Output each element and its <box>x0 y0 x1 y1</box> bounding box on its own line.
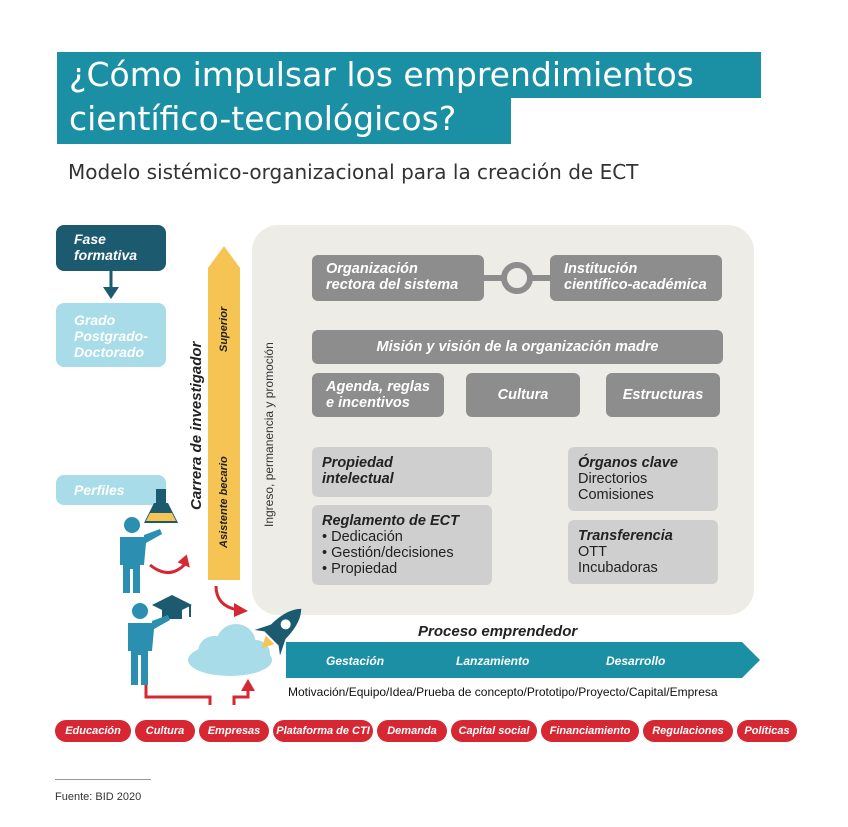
agenda-line-1: Agenda, reglas <box>326 379 430 395</box>
grado-line-2: Postgrado- <box>74 328 148 344</box>
organos-item: Directorios <box>578 471 648 487</box>
factor-pill: Financiamiento <box>541 720 639 742</box>
title-text-1: ¿Cómo impulsar los emprendimientos <box>69 55 694 94</box>
career-red-arrow <box>214 585 248 617</box>
researcher-figure-2 <box>128 603 170 685</box>
perfiles-box: Perfiles <box>56 475 166 505</box>
grado-line-3: Doctorado <box>74 344 144 360</box>
source-divider <box>55 779 151 780</box>
down-arrow-icon <box>103 271 119 299</box>
title-line-2: científico-tecnológicos? <box>57 98 511 144</box>
estructuras-label: Estructuras <box>622 387 704 403</box>
estructuras-box: Estructuras <box>606 373 720 417</box>
fase-line-2: formativa <box>74 247 138 263</box>
stage-lanzamiento: Lanzamiento <box>456 654 530 668</box>
ingreso-label: Ingreso, permanencia y promoción <box>262 342 276 527</box>
carrera-label: Carrera de investigador <box>188 341 205 510</box>
organos-item: Comisiones <box>578 487 654 503</box>
up-arrowhead <box>241 679 255 691</box>
fase-line-1: Fase <box>74 231 106 247</box>
reglamento-title: Reglamento de ECT <box>322 513 459 529</box>
transferencia-item: Incubadoras <box>578 560 658 576</box>
source-note: Fuente: BID 2020 <box>55 791 142 803</box>
agenda-line-2: e incentivos <box>326 395 410 411</box>
title-line-1: ¿Cómo impulsar los emprendimientos <box>57 52 761 98</box>
propiedad-line-2: intelectual <box>322 471 394 487</box>
reglamento-item: • Propiedad <box>322 561 398 577</box>
superior-label: Superior <box>218 306 230 352</box>
cloud-icon <box>188 624 272 676</box>
proceso-steps: Motivación/Equipo/Idea/Prueba de concept… <box>288 685 718 699</box>
reglamento-box: Reglamento de ECT • Dedicación • Gestión… <box>312 505 492 585</box>
perfiles-label: Perfiles <box>74 482 125 498</box>
connector-ring <box>478 262 556 294</box>
proceso-title: Proceso emprendedor <box>418 623 578 640</box>
elbow-arrow <box>144 685 212 705</box>
inst-line-1: Institución <box>564 261 638 277</box>
organos-box: Órganos clave Directorios Comisiones <box>568 447 718 511</box>
asistente-label: Asistente becario <box>218 456 230 548</box>
factor-pill: Plataforma de CTI <box>273 720 373 742</box>
fase-formativa-box: Fase formativa <box>56 225 166 271</box>
reglamento-item: • Dedicación <box>322 529 403 545</box>
curved-arrow-1 <box>149 561 188 574</box>
factor-pill: Educación <box>55 720 131 742</box>
agenda-box: Agenda, reglas e incentivos <box>312 373 444 417</box>
grado-line-1: Grado <box>74 312 116 328</box>
up-arrow-line <box>232 689 250 705</box>
figures-illustration <box>120 489 255 705</box>
propiedad-box: Propiedad intelectual <box>312 447 492 497</box>
transferencia-item: OTT <box>578 544 607 560</box>
transferencia-title: Transferencia <box>578 528 673 544</box>
factor-pill: Demanda <box>377 720 447 742</box>
institucion-box: Institución científico-académica <box>550 255 722 301</box>
propiedad-line-1: Propiedad <box>322 455 393 471</box>
curved-arrowhead-1 <box>177 554 190 568</box>
inst-line-2: científico-académica <box>564 277 707 293</box>
career-arrow <box>208 246 240 580</box>
subtitle: Modelo sistémico-organizacional para la … <box>68 160 639 184</box>
proceso-arrow <box>286 642 760 678</box>
graduation-cap-icon <box>152 595 192 619</box>
flask-icon <box>144 489 178 523</box>
grado-box: Grado Postgrado- Doctorado <box>56 303 166 367</box>
org-line-1: Organización <box>326 261 418 277</box>
organos-title: Órganos clave <box>578 455 678 471</box>
factor-pill: Empresas <box>199 720 269 742</box>
mision-box: Misión y visión de la organización madre <box>312 330 723 364</box>
stage-gestacion: Gestación <box>326 654 385 668</box>
title-text-2: científico-tecnológicos? <box>69 99 457 138</box>
factor-pill: Políticas <box>737 720 797 742</box>
cultura-box: Cultura <box>466 373 580 417</box>
factor-pill: Capital social <box>451 720 537 742</box>
transferencia-box: Transferencia OTT Incubadoras <box>568 520 718 584</box>
factor-pill: Regulaciones <box>643 720 733 742</box>
cultura-label: Cultura <box>497 387 549 403</box>
reglamento-item: • Gestión/decisiones <box>322 545 454 561</box>
factor-pill: Cultura <box>135 720 195 742</box>
mision-label: Misión y visión de la organización madre <box>376 339 659 355</box>
researcher-figure-1 <box>120 517 162 593</box>
stage-desarrollo: Desarrollo <box>606 654 666 668</box>
organizacion-rectora-box: Organización rectora del sistema <box>312 255 484 301</box>
cloud-rocket-illustration <box>188 608 302 676</box>
org-line-2: rectora del sistema <box>326 277 459 293</box>
